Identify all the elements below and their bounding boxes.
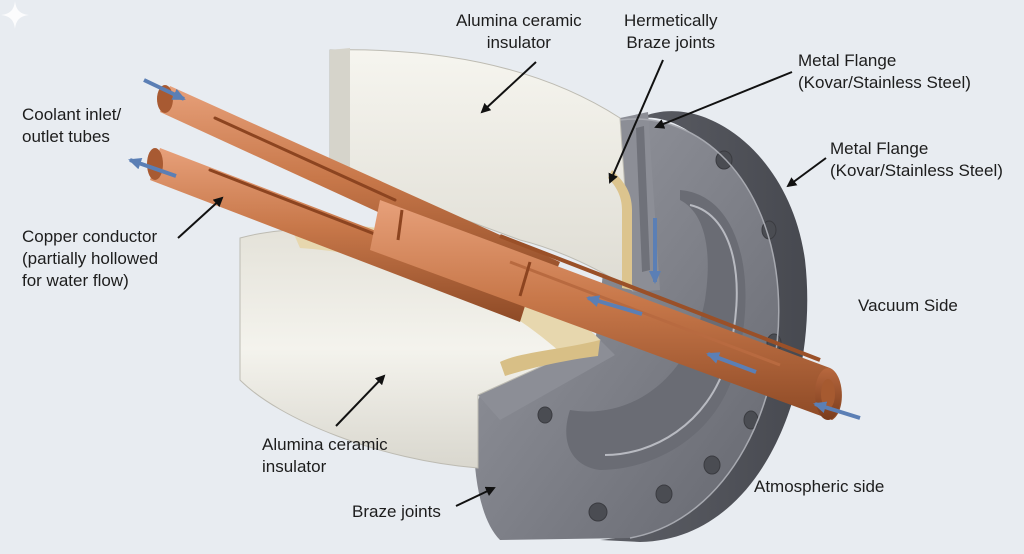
hermetic-braze-joints-label: Hermetically Braze joints (624, 11, 718, 52)
coolant-tubes-label: Coolant inlet/ outlet tubes (22, 105, 122, 146)
braze-joints-label: Braze joints (352, 502, 441, 521)
copper-conductor-label: Copper conductor (partially hollowed for… (22, 227, 159, 290)
leader-lines (177, 59, 827, 507)
alumina-insulator-bottom-label: Alumina ceramic insulator (262, 435, 388, 476)
sparkle-icon (1, 1, 29, 29)
alumina-insulator-top-label: Alumina ceramic insulator (456, 11, 582, 52)
atmospheric-side-label: Atmospheric side (754, 477, 885, 496)
upper-ceramic-insulator (329, 48, 633, 291)
metal-flange-label-upper: Metal Flange (Kovar/Stainless Steel) (798, 51, 971, 92)
coolant-flow-arrows (128, 78, 861, 420)
metal-flange-label-lower: Metal Flange (Kovar/Stainless Steel) (830, 139, 1003, 180)
vacuum-side-label: Vacuum Side (858, 296, 958, 315)
copper-conductor (147, 85, 842, 420)
